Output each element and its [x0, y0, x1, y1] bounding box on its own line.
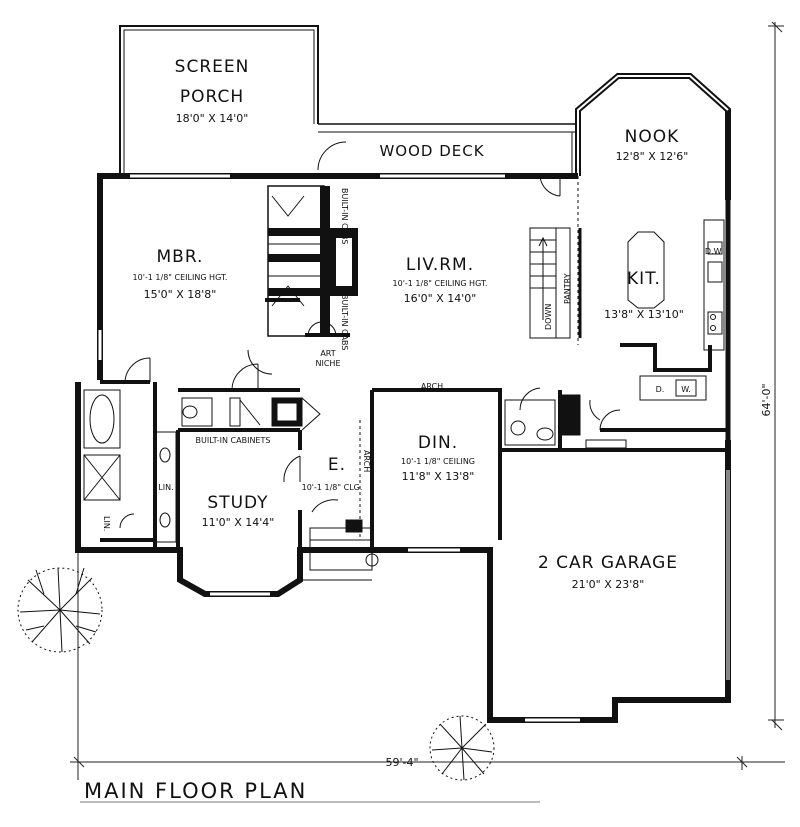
kitchen-name: KIT.	[627, 269, 661, 289]
nook-size: 12'8" X 12'6"	[616, 150, 689, 163]
dimension-lines	[70, 21, 785, 803]
study-name: STUDY	[207, 493, 268, 513]
built-in-cabinets-label: BUILT-IN CABINETS	[196, 436, 271, 445]
interior-walls	[100, 298, 728, 550]
room-labels: SCREEN PORCH 18'0" X 14'0" WOOD DECK NOO…	[133, 57, 689, 591]
pantry-label: PANTRY	[563, 273, 572, 304]
entry-porch	[302, 519, 379, 581]
garage-size: 21'0" X 23'8"	[572, 578, 645, 591]
art-niche-label-line1: ART	[320, 349, 335, 358]
fixture-labels: BUILT-IN CABS BUILT-IN CABS ART NICHE PA…	[102, 188, 723, 531]
stairs	[529, 176, 582, 345]
mbr-name: MBR.	[157, 247, 204, 267]
kitchen-size: 13'8" X 13'10"	[604, 308, 684, 321]
kitchen-fixtures	[627, 219, 725, 401]
nook-name: NOOK	[625, 127, 680, 147]
bathroom-fixtures	[83, 389, 581, 543]
dining-arch-label: ARCH	[421, 382, 443, 391]
living-room-name: LIV.RM.	[406, 255, 474, 275]
linen-label-1: LIN.	[158, 483, 173, 492]
dryer-label: D.	[656, 385, 665, 394]
built-in-cabs-upper-label: BUILT-IN CABS	[340, 188, 349, 244]
nook-bay-structure	[575, 73, 731, 440]
screen-porch-name-line2: PORCH	[180, 87, 244, 107]
mbr-ceiling: 10'-1 1/8" CEILING HGT.	[133, 273, 228, 282]
dining-size: 11'8" X 13'8"	[402, 470, 475, 483]
washer-label: W.	[681, 385, 691, 394]
wood-deck-name: WOOD DECK	[379, 142, 484, 160]
dining-ceiling: 10'-1 1/8" CEILING	[401, 457, 475, 466]
built-in-cabs-lower-label: BUILT-IN CABS	[340, 294, 349, 350]
stair-down-label: DOWN	[544, 304, 553, 330]
dishwasher-label: D.W.	[705, 247, 723, 256]
arch-markers	[359, 389, 496, 540]
dining-name: DIN.	[418, 433, 458, 453]
tree-left-icon	[17, 567, 103, 653]
overall-depth-label: 64'-0"	[760, 383, 773, 416]
tree-bottom-icon	[429, 715, 495, 781]
screen-porch-name-line1: SCREEN	[175, 57, 250, 77]
door-swings	[119, 175, 627, 529]
screen-porch-size: 18'0" X 14'0"	[176, 112, 249, 125]
linen-label-2: LIN.	[102, 516, 111, 531]
overall-width-label: 59'-4"	[385, 756, 418, 769]
entry-ceiling: 10'-1 1/8" CLG.	[302, 483, 363, 492]
entry-arch-label: ARCH	[362, 450, 371, 472]
living-room-size: 16'0" X 14'0"	[404, 292, 477, 305]
screen-porch-structure	[119, 25, 581, 176]
garage-name: 2 CAR GARAGE	[538, 553, 678, 573]
study-size: 11'0" X 14'4"	[202, 516, 275, 529]
art-niche-label-line2: NICHE	[316, 359, 341, 368]
entry-name: E.	[328, 455, 346, 475]
mbr-size: 15'0" X 18'8"	[144, 288, 217, 301]
plan-title: MAIN FLOOR PLAN	[84, 779, 307, 803]
living-room-ceiling: 10'-1 1/8" CEILING HGT.	[393, 279, 488, 288]
dimension-labels: 59'-4" 64'-0"	[385, 383, 773, 769]
fireplace-and-cabinets	[267, 185, 358, 337]
